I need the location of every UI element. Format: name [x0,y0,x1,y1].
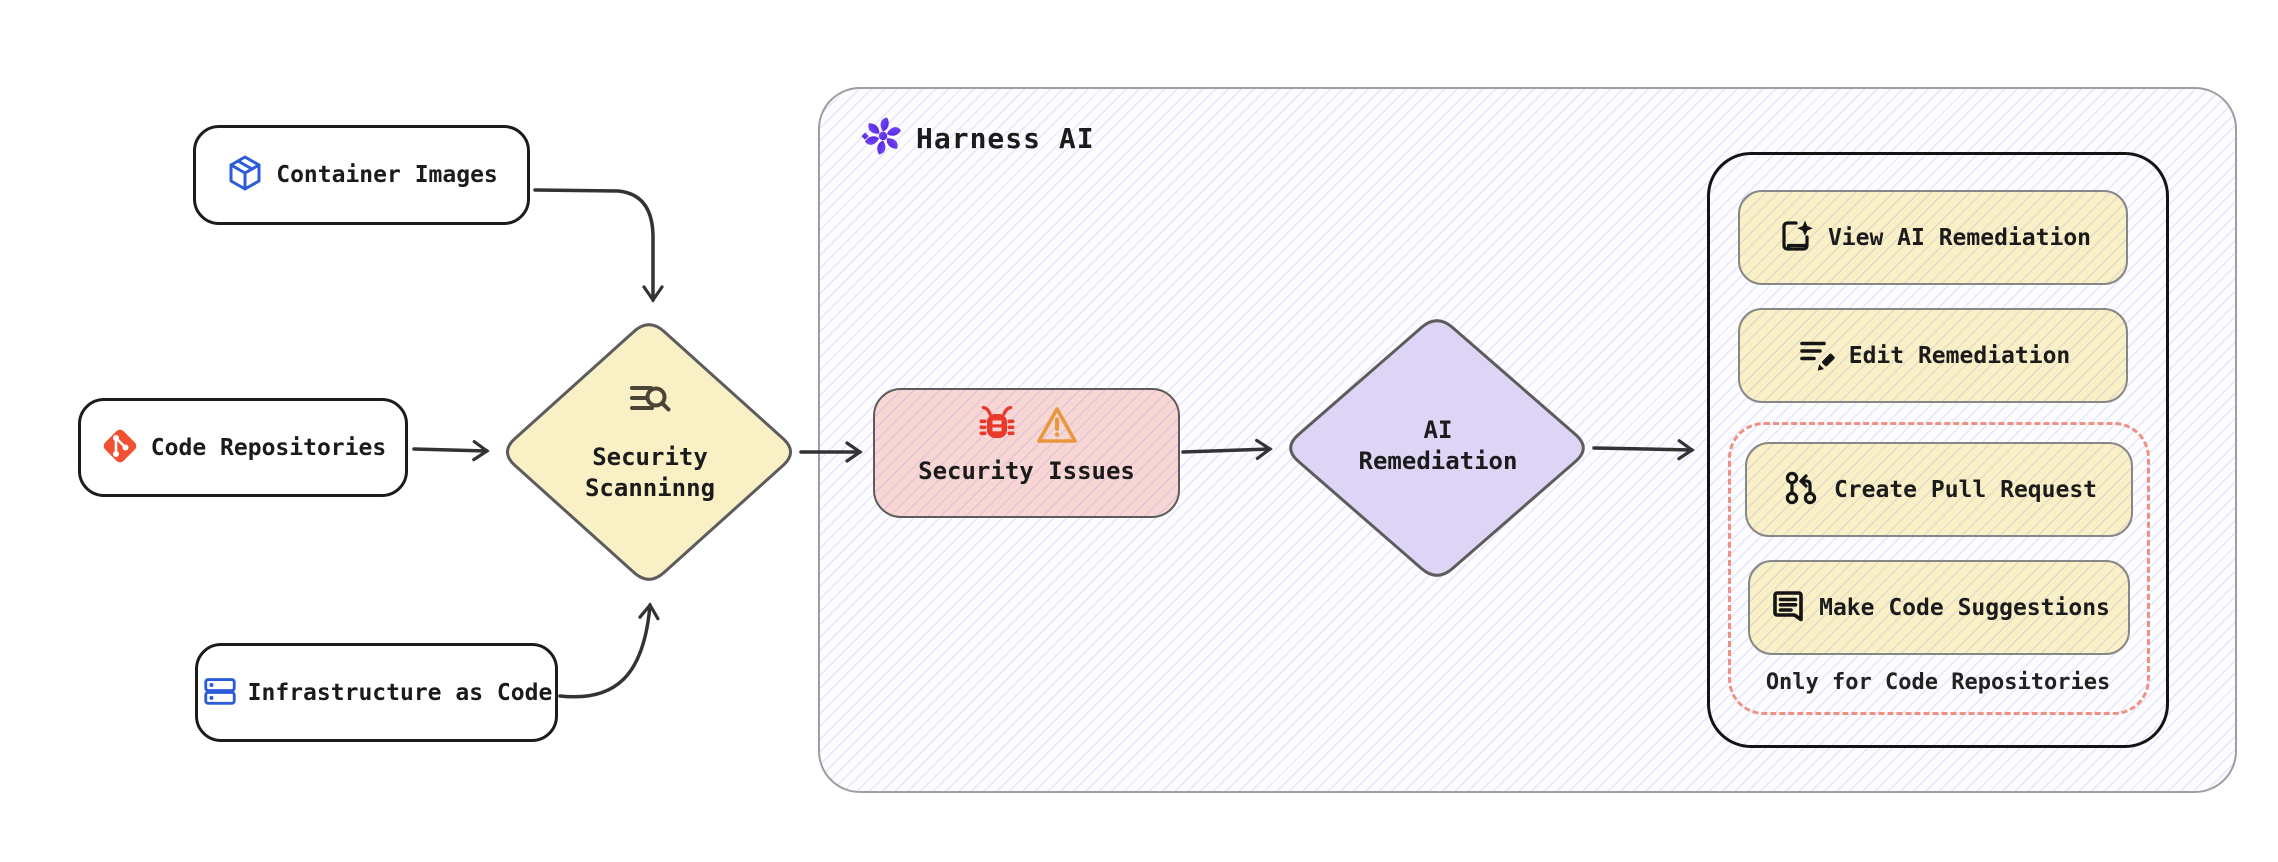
node-label: Container Images [276,162,498,188]
message-square-icon [1768,586,1808,630]
package-icon [225,153,265,197]
edit-remediation-button[interactable]: Edit Remediation [1738,308,2128,403]
actions-container[interactable] [1707,152,2169,748]
node-label: Security Issues [918,457,1135,485]
node-code-repositories[interactable]: Code Repositories [78,398,408,497]
repo-only-group[interactable] [1728,422,2150,715]
pull-request-icon [1781,468,1821,512]
button-label: View AI Remediation [1827,224,2092,251]
button-label: Edit Remediation [1848,342,2071,369]
button-label: Create Pull Request [1833,476,2098,503]
harness-ai-label: Harness AI [861,112,1095,164]
node-label: Code Repositories [150,434,387,461]
node-security-issues[interactable]: Security Issues [873,388,1180,518]
create-pull-request-button[interactable]: Create Pull Request [1745,442,2133,537]
book-sparkle-icon [1775,216,1815,260]
scan-search-icon [621,372,677,428]
server-icon [201,671,239,715]
arrow-infrastructure-to-scanning [558,602,660,699]
make-code-suggestions-button[interactable]: Make Code Suggestions [1748,560,2130,655]
button-label: Make Code Suggestions [1819,594,2110,621]
arrow-container-images-to-scanning [533,188,664,303]
harness-ai-flower-icon [861,114,905,162]
repo-only-note: Only for Code Repositories [1765,670,2111,695]
node-container-images[interactable]: Container Images [193,125,530,225]
bug-icon [974,402,1020,452]
edit-list-icon [1796,334,1836,378]
arrow-code-repositories-to-scanning [412,440,490,462]
node-infrastructure-as-code[interactable]: Infrastructure as Code [195,643,558,742]
warning-triangle-icon [1034,402,1080,452]
view-ai-remediation-button[interactable]: View AI Remediation [1738,190,2128,285]
git-icon [100,426,140,470]
harness-ai-title: Harness AI [916,121,1095,155]
node-label: Infrastructure as Code [247,679,553,706]
